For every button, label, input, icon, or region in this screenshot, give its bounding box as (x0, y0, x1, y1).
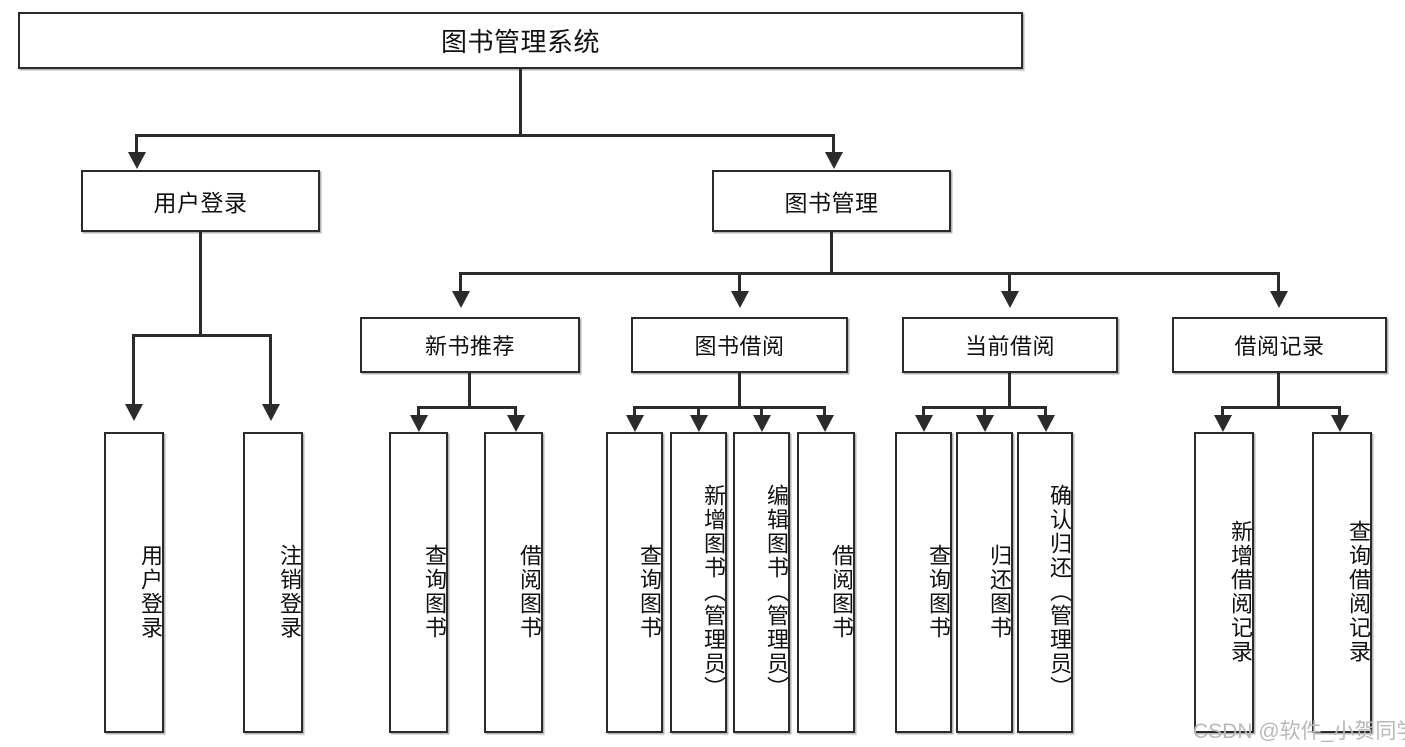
node-leaf-query-book-3[interactable]: 查询图书 (895, 432, 952, 733)
arrow-leaf-return-book (976, 415, 994, 432)
connector-drop-book-borrow (738, 272, 741, 294)
node-label: 当前借阅 (964, 334, 1055, 359)
arrow-book-borrow (731, 291, 749, 308)
node-label: 新增图书（管理员） (701, 483, 726, 700)
node-leaf-add-book[interactable]: 新增图书（管理员） (670, 432, 727, 733)
arrow-borrow-record (1270, 291, 1288, 308)
node-label: 新增借阅记录 (1228, 519, 1253, 664)
node-label: 图书借阅 (694, 334, 785, 359)
arrow-new-book-rec (452, 291, 470, 308)
node-root-system[interactable]: 图书管理系统 (18, 12, 1023, 69)
node-label: 图书管理 (784, 190, 879, 216)
node-label: 用户登录 (153, 190, 248, 216)
connector-drop-leaf-query-book-2 (633, 406, 636, 420)
node-label: 借阅图书 (829, 543, 854, 640)
connector-bus-book-manage (459, 272, 1278, 275)
connector-drop-leaf-query-record (1338, 406, 1341, 420)
connector-stem-current-borrow (1008, 373, 1011, 409)
node-leaf-borrow-book-2[interactable]: 借阅图书 (797, 432, 855, 733)
arrow-leaf-edit-book (753, 415, 771, 432)
node-current-borrow[interactable]: 当前借阅 (902, 317, 1118, 373)
arrow-leaf-query-book-1 (410, 415, 428, 432)
connector-drop-leaf-user-login (132, 334, 135, 406)
node-label: 查询图书 (926, 543, 951, 640)
arrow-leaf-query-record (1331, 415, 1349, 432)
node-label: 借阅记录 (1234, 334, 1325, 359)
node-label: 确认归还（管理员） (1047, 483, 1072, 700)
node-label: 新书推荐 (424, 334, 515, 359)
csdn-watermark: CSDN @软件_小贺同学 (1193, 720, 1405, 743)
connector-bus-new-book-rec (417, 406, 517, 409)
node-book-manage[interactable]: 图书管理 (712, 170, 951, 232)
connector-root-stem (519, 69, 522, 135)
node-leaf-borrow-book-1[interactable]: 借阅图书 (484, 432, 543, 733)
connector-bus-borrow-record (1221, 406, 1341, 409)
connector-drop-leaf-query-book-1 (417, 406, 420, 420)
node-label: 查询图书 (422, 543, 447, 640)
node-leaf-user-logout[interactable]: 注销登录 (243, 432, 303, 733)
connector-drop-book-manage (832, 134, 835, 154)
arrow-current-borrow (1001, 291, 1019, 308)
arrow-leaf-user-login (125, 404, 143, 421)
node-leaf-query-book-2[interactable]: 查询图书 (606, 432, 663, 733)
connector-drop-user-login (135, 134, 138, 154)
arrow-book-manage (825, 152, 843, 169)
node-new-book-rec[interactable]: 新书推荐 (360, 317, 580, 373)
arrow-user-login (128, 152, 146, 169)
arrow-leaf-query-book-2 (626, 415, 644, 432)
connector-stem-book-manage (830, 232, 833, 274)
connector-level1-bus (135, 134, 835, 137)
connector-drop-new-book-rec (459, 272, 462, 294)
connector-stem-user-login (199, 232, 202, 336)
connector-drop-leaf-user-logout (269, 334, 272, 406)
node-leaf-confirm-return[interactable]: 确认归还（管理员） (1017, 432, 1073, 733)
arrow-leaf-user-logout (262, 404, 280, 421)
connector-drop-leaf-return-book (983, 406, 986, 420)
connector-drop-leaf-query-book-3 (922, 406, 925, 420)
connector-stem-new-book-rec (468, 373, 471, 409)
node-leaf-return-book[interactable]: 归还图书 (956, 432, 1013, 733)
node-label: 查询图书 (637, 543, 662, 640)
node-leaf-query-book-1[interactable]: 查询图书 (389, 432, 448, 733)
node-leaf-add-record[interactable]: 新增借阅记录 (1194, 432, 1254, 733)
node-borrow-record[interactable]: 借阅记录 (1172, 317, 1387, 373)
connector-drop-leaf-add-record (1221, 406, 1224, 420)
node-leaf-edit-book[interactable]: 编辑图书（管理员） (733, 432, 790, 733)
node-leaf-user-login[interactable]: 用户登录 (104, 432, 164, 733)
connector-drop-leaf-borrow-book-1 (514, 406, 517, 420)
connector-stem-book-borrow (738, 373, 741, 409)
connector-bus-book-borrow (633, 406, 826, 409)
connector-bus-user-login (132, 334, 271, 337)
connector-drop-leaf-borrow-book-2 (823, 406, 826, 420)
node-label: 借阅图书 (517, 543, 542, 640)
connector-drop-borrow-record (1277, 272, 1280, 294)
arrow-leaf-confirm-return (1037, 415, 1055, 432)
node-label: 查询借阅记录 (1346, 519, 1371, 664)
node-label: 注销登录 (277, 543, 302, 640)
node-label: 归还图书 (987, 543, 1012, 640)
arrow-leaf-add-book (690, 415, 708, 432)
connector-drop-leaf-confirm-return (1044, 406, 1047, 420)
node-book-borrow[interactable]: 图书借阅 (631, 317, 848, 373)
node-user-login[interactable]: 用户登录 (81, 170, 320, 232)
connector-drop-leaf-edit-book (760, 406, 763, 420)
node-label: 图书管理系统 (440, 27, 600, 57)
connector-stem-borrow-record (1277, 373, 1280, 409)
node-label: 用户登录 (138, 543, 163, 640)
arrow-leaf-add-record (1214, 415, 1232, 432)
connector-drop-leaf-add-book (697, 406, 700, 420)
node-leaf-query-record[interactable]: 查询借阅记录 (1312, 432, 1372, 733)
connector-drop-current-borrow (1008, 272, 1011, 294)
arrow-leaf-borrow-book-2 (816, 415, 834, 432)
arrow-leaf-query-book-3 (915, 415, 933, 432)
arrow-leaf-borrow-book-1 (507, 415, 525, 432)
node-label: 编辑图书（管理员） (764, 483, 789, 700)
